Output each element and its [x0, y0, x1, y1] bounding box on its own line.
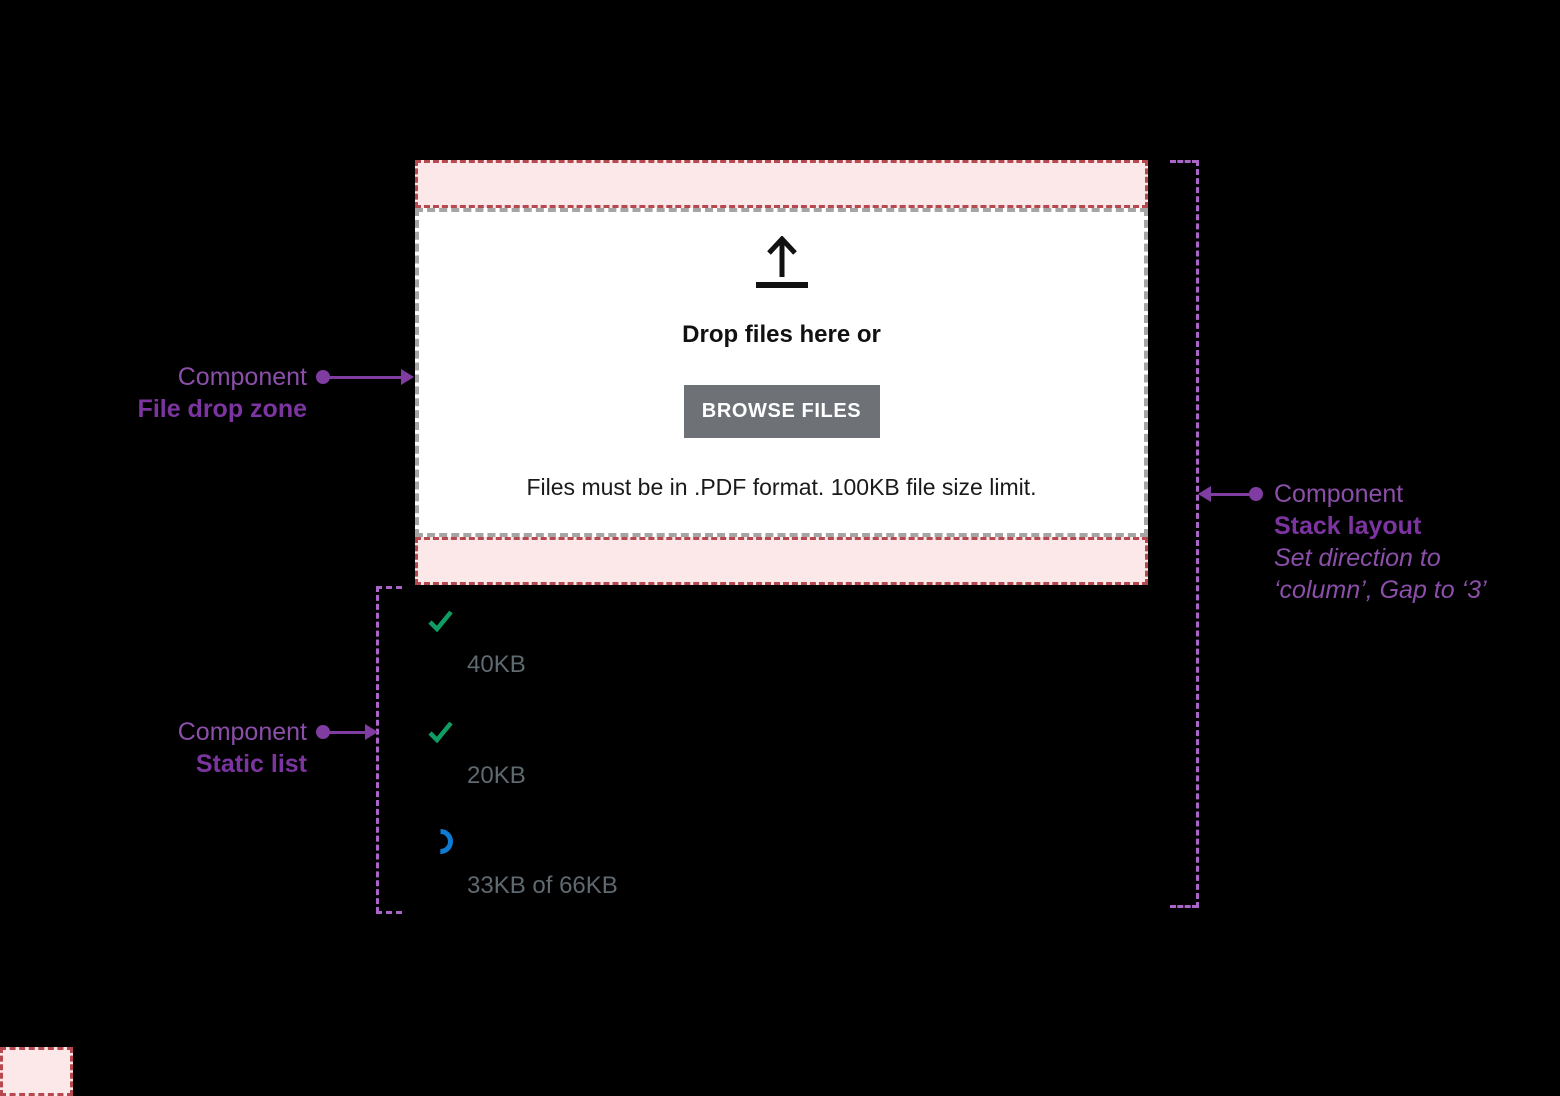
annotation-kicker: Component — [1274, 480, 1404, 508]
connector-dot — [1249, 487, 1263, 501]
annotation-static-list: Component Static list — [178, 716, 307, 780]
annotation-component-name: File drop zone — [137, 395, 307, 423]
static-list-bracket-top-tick — [376, 586, 402, 589]
connector-line — [1209, 493, 1250, 496]
file-size-label: 33KB of 66KB — [467, 872, 618, 899]
spinner-icon — [428, 829, 453, 854]
list-item: 20KB — [427, 718, 526, 790]
annotation-file-drop-zone: Component File drop zone — [138, 361, 307, 425]
annotation-kicker: Component — [177, 718, 307, 746]
static-list-bracket-bottom-tick — [376, 911, 402, 914]
list-item: 40KB — [427, 607, 526, 679]
static-list-bracket-line — [376, 586, 379, 913]
list-item: 33KB of 66KB — [427, 828, 618, 900]
arrowhead-right-icon — [365, 724, 378, 740]
connector-line — [323, 731, 367, 734]
stack-layout-bracket-top-tick — [1170, 160, 1198, 163]
arrowhead-left-icon — [1198, 486, 1211, 502]
file-format-hint: Files must be in .PDF format. 100KB file… — [526, 474, 1037, 500]
drop-zone-padding-bottom — [415, 537, 1148, 585]
drop-files-heading: Drop files here or — [682, 321, 881, 348]
drop-zone-padding-top — [415, 160, 1148, 208]
check-icon — [428, 721, 453, 744]
check-icon — [428, 610, 453, 633]
drop-target-area[interactable]: Drop files here or BROWSE FILES Files mu… — [415, 208, 1148, 537]
annotation-stack-layout: Component Stack layout Set direction to … — [1274, 478, 1487, 606]
stack-layout-bracket-line — [1196, 160, 1199, 908]
annotation-note-line: Set direction to — [1274, 544, 1441, 572]
browse-files-button[interactable]: BROWSE FILES — [683, 385, 880, 438]
annotation-component-name: Stack layout — [1274, 512, 1422, 540]
annotation-component-name: Static list — [195, 750, 307, 778]
connector-line — [323, 376, 403, 379]
upload-icon — [755, 236, 808, 288]
file-drop-zone: Drop files here or BROWSE FILES Files mu… — [415, 160, 1148, 585]
file-size-label: 40KB — [467, 651, 526, 678]
file-size-label: 20KB — [467, 762, 526, 789]
arrowhead-right-icon — [401, 369, 414, 385]
stack-layout-bracket-bottom-tick — [1170, 905, 1198, 908]
pink-swatch — [0, 1047, 73, 1096]
annotation-kicker: Component — [177, 363, 307, 391]
annotation-note-line: ‘column’, Gap to ‘3’ — [1274, 576, 1487, 604]
